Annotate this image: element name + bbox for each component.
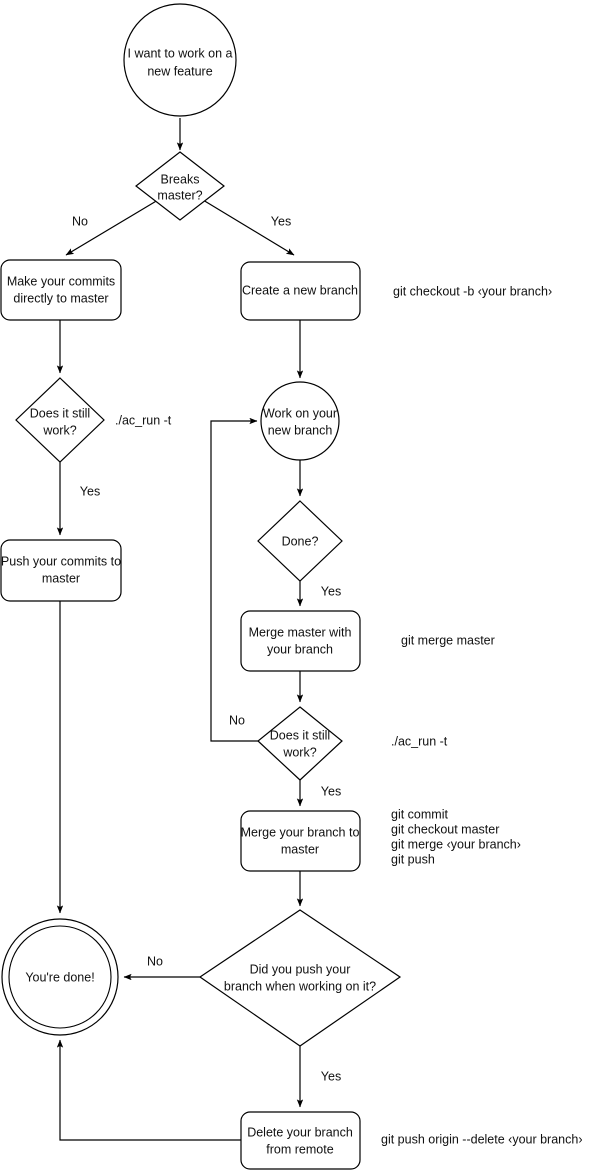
edge-layer: loop back up to work on your new branch … (56, 118, 304, 1141)
create-branch-label: Create a new branch (242, 283, 358, 297)
node-merge-master: Merge master with your branch (240, 610, 361, 672)
make-commits-box (0, 259, 122, 321)
delete-branch-label-line2: from remote (266, 1142, 333, 1156)
push-commits-label-line1: Push your commits to (1, 554, 121, 568)
work-on-branch-label-line2: new branch (268, 423, 333, 437)
edge-label-right-work-no: No (229, 713, 245, 727)
work-on-branch-label-line1: Work on your (263, 406, 337, 420)
does-it-work-right-label-line2: work? (282, 745, 316, 759)
annotation-merge-cmds-line3: git merge ‹your branch› (391, 837, 521, 851)
node-delete-branch: Delete your branch from remote (240, 1111, 361, 1170)
annotation-ac-run-left: ./ac_run -t (115, 413, 172, 427)
node-did-you-push: Did you push your branch when working on… (198, 909, 402, 1047)
does-it-work-left-diamond (15, 377, 105, 463)
push-commits-box (0, 539, 122, 602)
edge-label-done-yes: Yes (321, 584, 341, 598)
create-branch-box (240, 261, 361, 321)
edge-rightwork-no-loop (210, 417, 258, 742)
node-push-commits: Push your commits to master (0, 539, 122, 602)
edge-label-layer: No Yes Yes Yes No Yes No Yes (72, 214, 341, 1083)
node-start: I want to work on a new feature (123, 3, 237, 117)
make-commits-label-line2: directly to master (13, 291, 108, 305)
does-it-work-right-diamond (257, 706, 343, 781)
does-it-work-right-label-line1: Does it still (270, 728, 330, 742)
edge-label-breaks-yes: Yes (271, 214, 291, 228)
merge-master-label-line1: Merge master with (249, 625, 352, 639)
done-label: Done? (282, 534, 319, 548)
merge-branch-label-line1: Merge your branch to (241, 825, 360, 839)
edge-breaks-no (65, 199, 159, 256)
start-label-line2: new feature (147, 64, 212, 78)
does-it-work-left-label-line1: Does it still (30, 406, 90, 420)
does-it-work-left-label-line2: work? (42, 423, 76, 437)
node-does-it-work-left: Does it still work? (15, 377, 105, 463)
node-youre-done: You're done! (1, 918, 119, 1036)
delete-branch-label-line1: Delete your branch (247, 1125, 353, 1139)
done-diamond (257, 500, 343, 582)
annotation-checkout-branch: git checkout -b ‹your branch› (393, 284, 552, 298)
did-you-push-label-line2: branch when working on it? (224, 979, 376, 993)
breaks-master-diamond (135, 151, 225, 221)
work-on-branch-circle (260, 381, 340, 461)
annotation-layer: git checkout -b ‹your branch› ./ac_run -… (115, 284, 583, 1146)
edge-label-right-work-yes: Yes (321, 784, 341, 798)
edge-label-left-work-yes: Yes (80, 484, 100, 498)
edge-label-push-yes: Yes (321, 1069, 341, 1083)
merge-master-label-line2: your branch (267, 642, 333, 656)
push-commits-label-line2: master (42, 571, 80, 585)
start-circle (123, 3, 237, 117)
edge-deletebranch-to-done (56, 1039, 241, 1141)
edge-breaks-yes (202, 199, 295, 256)
annotation-push-origin-delete: git push origin --delete ‹your branch› (381, 1132, 583, 1146)
merge-branch-label-line2: master (281, 842, 319, 856)
annotation-merge-master-cmd: git merge master (401, 633, 495, 647)
node-done: Done? (257, 500, 343, 582)
node-create-branch: Create a new branch (240, 261, 361, 321)
edge-label-push-no: No (147, 954, 163, 968)
breaks-master-label-line1: Breaks (161, 172, 200, 186)
annotation-merge-cmds-line2: git checkout master (391, 822, 499, 836)
annotation-merge-cmds-line4: git push (391, 852, 435, 866)
make-commits-label-line1: Make your commits (7, 274, 115, 288)
start-label-line1: I want to work on a (128, 46, 233, 60)
youre-done-outer-circle (1, 918, 119, 1036)
youre-done-inner-circle (8, 925, 112, 1029)
breaks-master-label-line2: master? (157, 188, 202, 202)
node-make-commits: Make your commits directly to master (0, 259, 122, 321)
node-merge-branch: Merge your branch to master (240, 810, 361, 872)
merge-master-box (240, 610, 361, 672)
edge-label-breaks-no: No (72, 214, 88, 228)
did-you-push-diamond (198, 909, 402, 1047)
node-does-it-work-right: Does it still work? (257, 706, 343, 781)
node-work-on-branch: Work on your new branch (260, 381, 340, 461)
annotation-merge-cmds-line1: git commit (391, 807, 448, 821)
merge-branch-box (240, 810, 361, 872)
did-you-push-label-line1: Did you push your (250, 962, 351, 976)
annotation-ac-run-right: ./ac_run -t (391, 734, 448, 748)
node-breaks-master: Breaks master? (135, 151, 225, 221)
delete-branch-box (240, 1111, 361, 1170)
youre-done-label: You're done! (25, 970, 94, 984)
